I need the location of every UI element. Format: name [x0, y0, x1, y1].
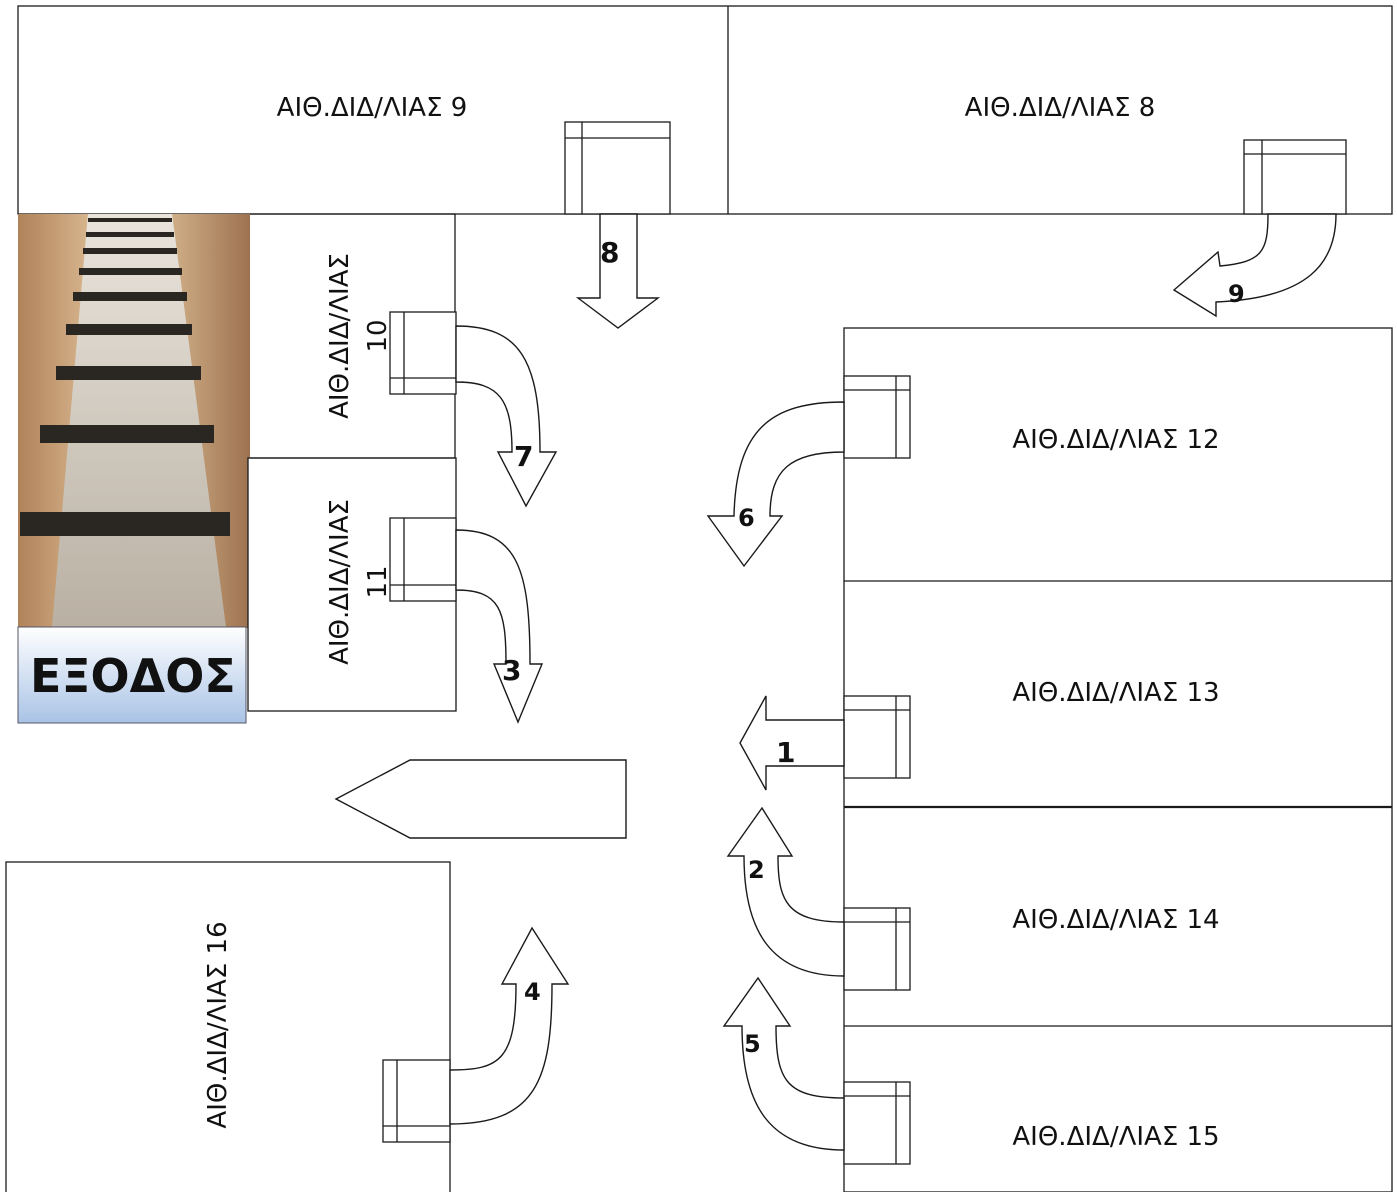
arrow-5-label: 5: [744, 1030, 761, 1058]
arrow-1-label: 1: [776, 736, 795, 769]
exit-sign: [17, 626, 247, 724]
right-rooms-block: [843, 327, 1393, 1192]
arrow-4: [449, 926, 570, 1125]
arrow-9: [1172, 213, 1337, 318]
door-room-10: [389, 311, 457, 395]
room-16-box: [5, 861, 451, 1192]
room-14-label: ΑΙΘ.ΔΙΔ/ΛΙΑΣ 14: [1012, 905, 1219, 935]
arrow-2-label: 2: [748, 856, 765, 884]
door-room-11: [389, 517, 457, 602]
room-8-label: ΑΙΘ.ΔΙΔ/ΛΙΑΣ 8: [965, 93, 1156, 123]
arrow-7: [455, 325, 558, 508]
door-room-12: [843, 375, 911, 459]
room-10-number: 10: [363, 319, 393, 352]
arrow-7-label: 7: [514, 440, 533, 473]
room-11-number: 11: [363, 565, 393, 598]
arrow-6-label: 6: [738, 504, 755, 532]
room-13-label: ΑΙΘ.ΔΙΔ/ΛΙΑΣ 13: [1012, 678, 1219, 708]
arrow-1: [739, 695, 845, 791]
room-11-label: ΑΙΘ.ΔΙΔ/ΛΙΑΣ: [325, 499, 355, 665]
staircase-photo: [18, 214, 250, 628]
arrow-4-label: 4: [524, 978, 541, 1006]
room-10-label: ΑΙΘ.ΔΙΔ/ΛΙΑΣ: [325, 253, 355, 419]
door-room-14: [843, 907, 911, 991]
arrow-3-label: 3: [502, 654, 521, 687]
room-12-label: ΑΙΘ.ΔΙΔ/ΛΙΑΣ 12: [1012, 425, 1219, 455]
arrow-3: [455, 529, 544, 724]
exit-label: ΕΞΟΔΟΣ: [30, 649, 236, 703]
arrow-2: [726, 806, 845, 977]
arrow-8: [575, 213, 661, 329]
room-15-label: ΑΙΘ.ΔΙΔ/ΛΙΑΣ 15: [1012, 1122, 1219, 1152]
door-room-15: [843, 1081, 911, 1165]
room-9-label: ΑΙΘ.ΔΙΔ/ΛΙΑΣ 9: [277, 93, 468, 123]
arrow-9-label: 9: [1228, 280, 1245, 308]
main-exit-arrow: [334, 759, 627, 839]
door-room-8: [1243, 139, 1347, 215]
door-room-13: [843, 695, 911, 779]
room-16-label: ΑΙΘ.ΔΙΔ/ΛΙΑΣ 16: [203, 921, 233, 1128]
top-rooms-block: [17, 5, 1393, 215]
door-room-9: [564, 121, 671, 215]
arrow-5: [722, 976, 845, 1151]
door-room-16: [382, 1059, 451, 1143]
arrow-6: [706, 401, 845, 568]
arrow-8-label: 8: [600, 236, 619, 269]
